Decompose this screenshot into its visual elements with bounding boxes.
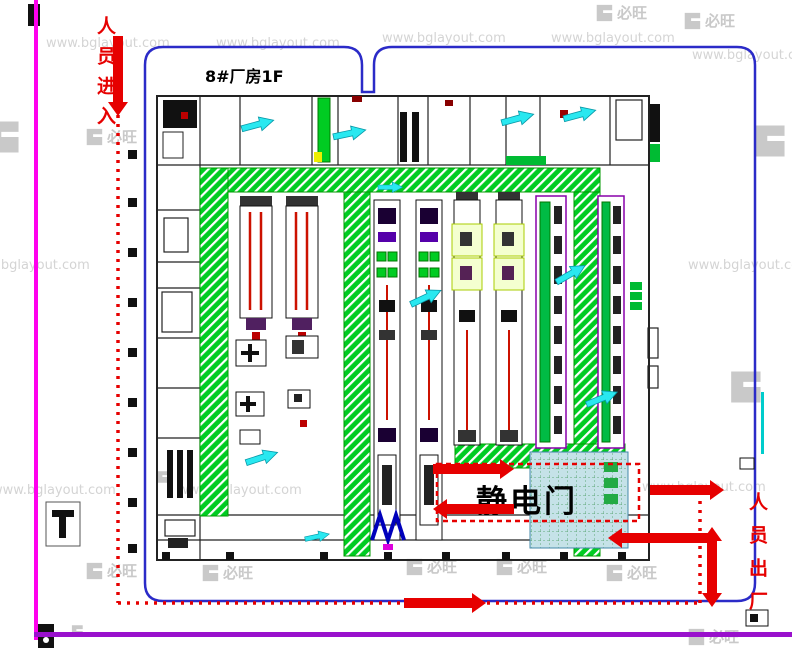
biwang-logo: 必旺 <box>726 368 764 406</box>
biwang-logo: 必旺 <box>682 10 735 31</box>
biwang-logo: 必旺 <box>84 560 137 581</box>
watermark-text: www.bglayout.com <box>0 258 90 273</box>
rack-group-right <box>535 195 642 449</box>
biwang-logo-icon <box>755 125 785 157</box>
vertical-double-arrow <box>702 527 722 607</box>
frame-lines <box>34 0 792 640</box>
biwang-logo: 必旺 <box>200 562 253 583</box>
watermark-text: www.bglayout.com <box>688 258 792 273</box>
biwang-logo-icon <box>86 562 103 579</box>
bottom-band <box>162 508 626 560</box>
biwang-logo: 必旺 <box>0 118 22 156</box>
bottom-purple-line <box>34 632 792 637</box>
personnel-enter-label: 人员进入 <box>94 16 116 136</box>
biwang-logo-icon <box>684 12 701 29</box>
machine-group-center-left <box>373 199 443 541</box>
biwang-logo: 必旺 <box>156 470 170 484</box>
left-magenta-line <box>34 0 38 640</box>
green-corridors <box>199 167 626 557</box>
biwang-logo-icon <box>86 128 103 145</box>
machine-group-center-right <box>451 192 525 446</box>
small-machines <box>167 335 319 498</box>
biwang-logo: 必旺 <box>750 122 788 160</box>
personnel-exit-label: 人员出厂 <box>746 492 768 624</box>
building-title: 8#厂房1F <box>205 67 284 86</box>
flow-arrows <box>108 36 724 613</box>
biwang-logo: 必旺 <box>84 126 137 147</box>
building-outline <box>143 45 757 603</box>
biwang-logo: 必旺 <box>604 562 657 583</box>
watermark-text: www.bglayout.com <box>692 48 792 63</box>
biwang-logo-icon <box>406 558 423 575</box>
structural-columns <box>128 150 137 553</box>
outside-fixtures <box>28 4 769 648</box>
watermark-text: www.bglayout.com <box>46 36 170 51</box>
biwang-logo-icon <box>496 558 513 575</box>
top-band-equipment <box>162 96 660 165</box>
watermark-text: www.bglayout.com <box>0 483 116 498</box>
biwang-logo-icon <box>606 564 623 581</box>
biwang-logo: 必旺 <box>404 556 457 577</box>
biwang-logo-icon <box>157 471 169 483</box>
entry-left-arrow <box>608 528 712 548</box>
door-in-arrow <box>433 459 514 479</box>
esd-door-area: 静电门 <box>435 451 641 549</box>
esd-door-label: 静电门 <box>476 484 578 520</box>
biwang-logo-icon <box>596 4 613 21</box>
enter-down-arrow <box>108 36 128 116</box>
biwang-logo: 必旺 <box>594 2 647 23</box>
machine-group-left <box>239 196 319 340</box>
biwang-logo-icon <box>0 121 19 153</box>
door-out-arrow <box>433 499 514 519</box>
biwang-logo-icon <box>202 564 219 581</box>
esd-door-dashed-box <box>435 462 641 523</box>
bottom-path-arrow <box>404 593 486 613</box>
watermark-text: www.bglayout.com <box>382 31 506 46</box>
watermark-text: www.bglayout.com <box>551 31 675 46</box>
biwang-logo: 必旺 <box>494 556 547 577</box>
exit-right-arrow <box>650 480 724 500</box>
blue-marker <box>370 508 406 547</box>
biwang-logo-icon <box>731 371 761 403</box>
